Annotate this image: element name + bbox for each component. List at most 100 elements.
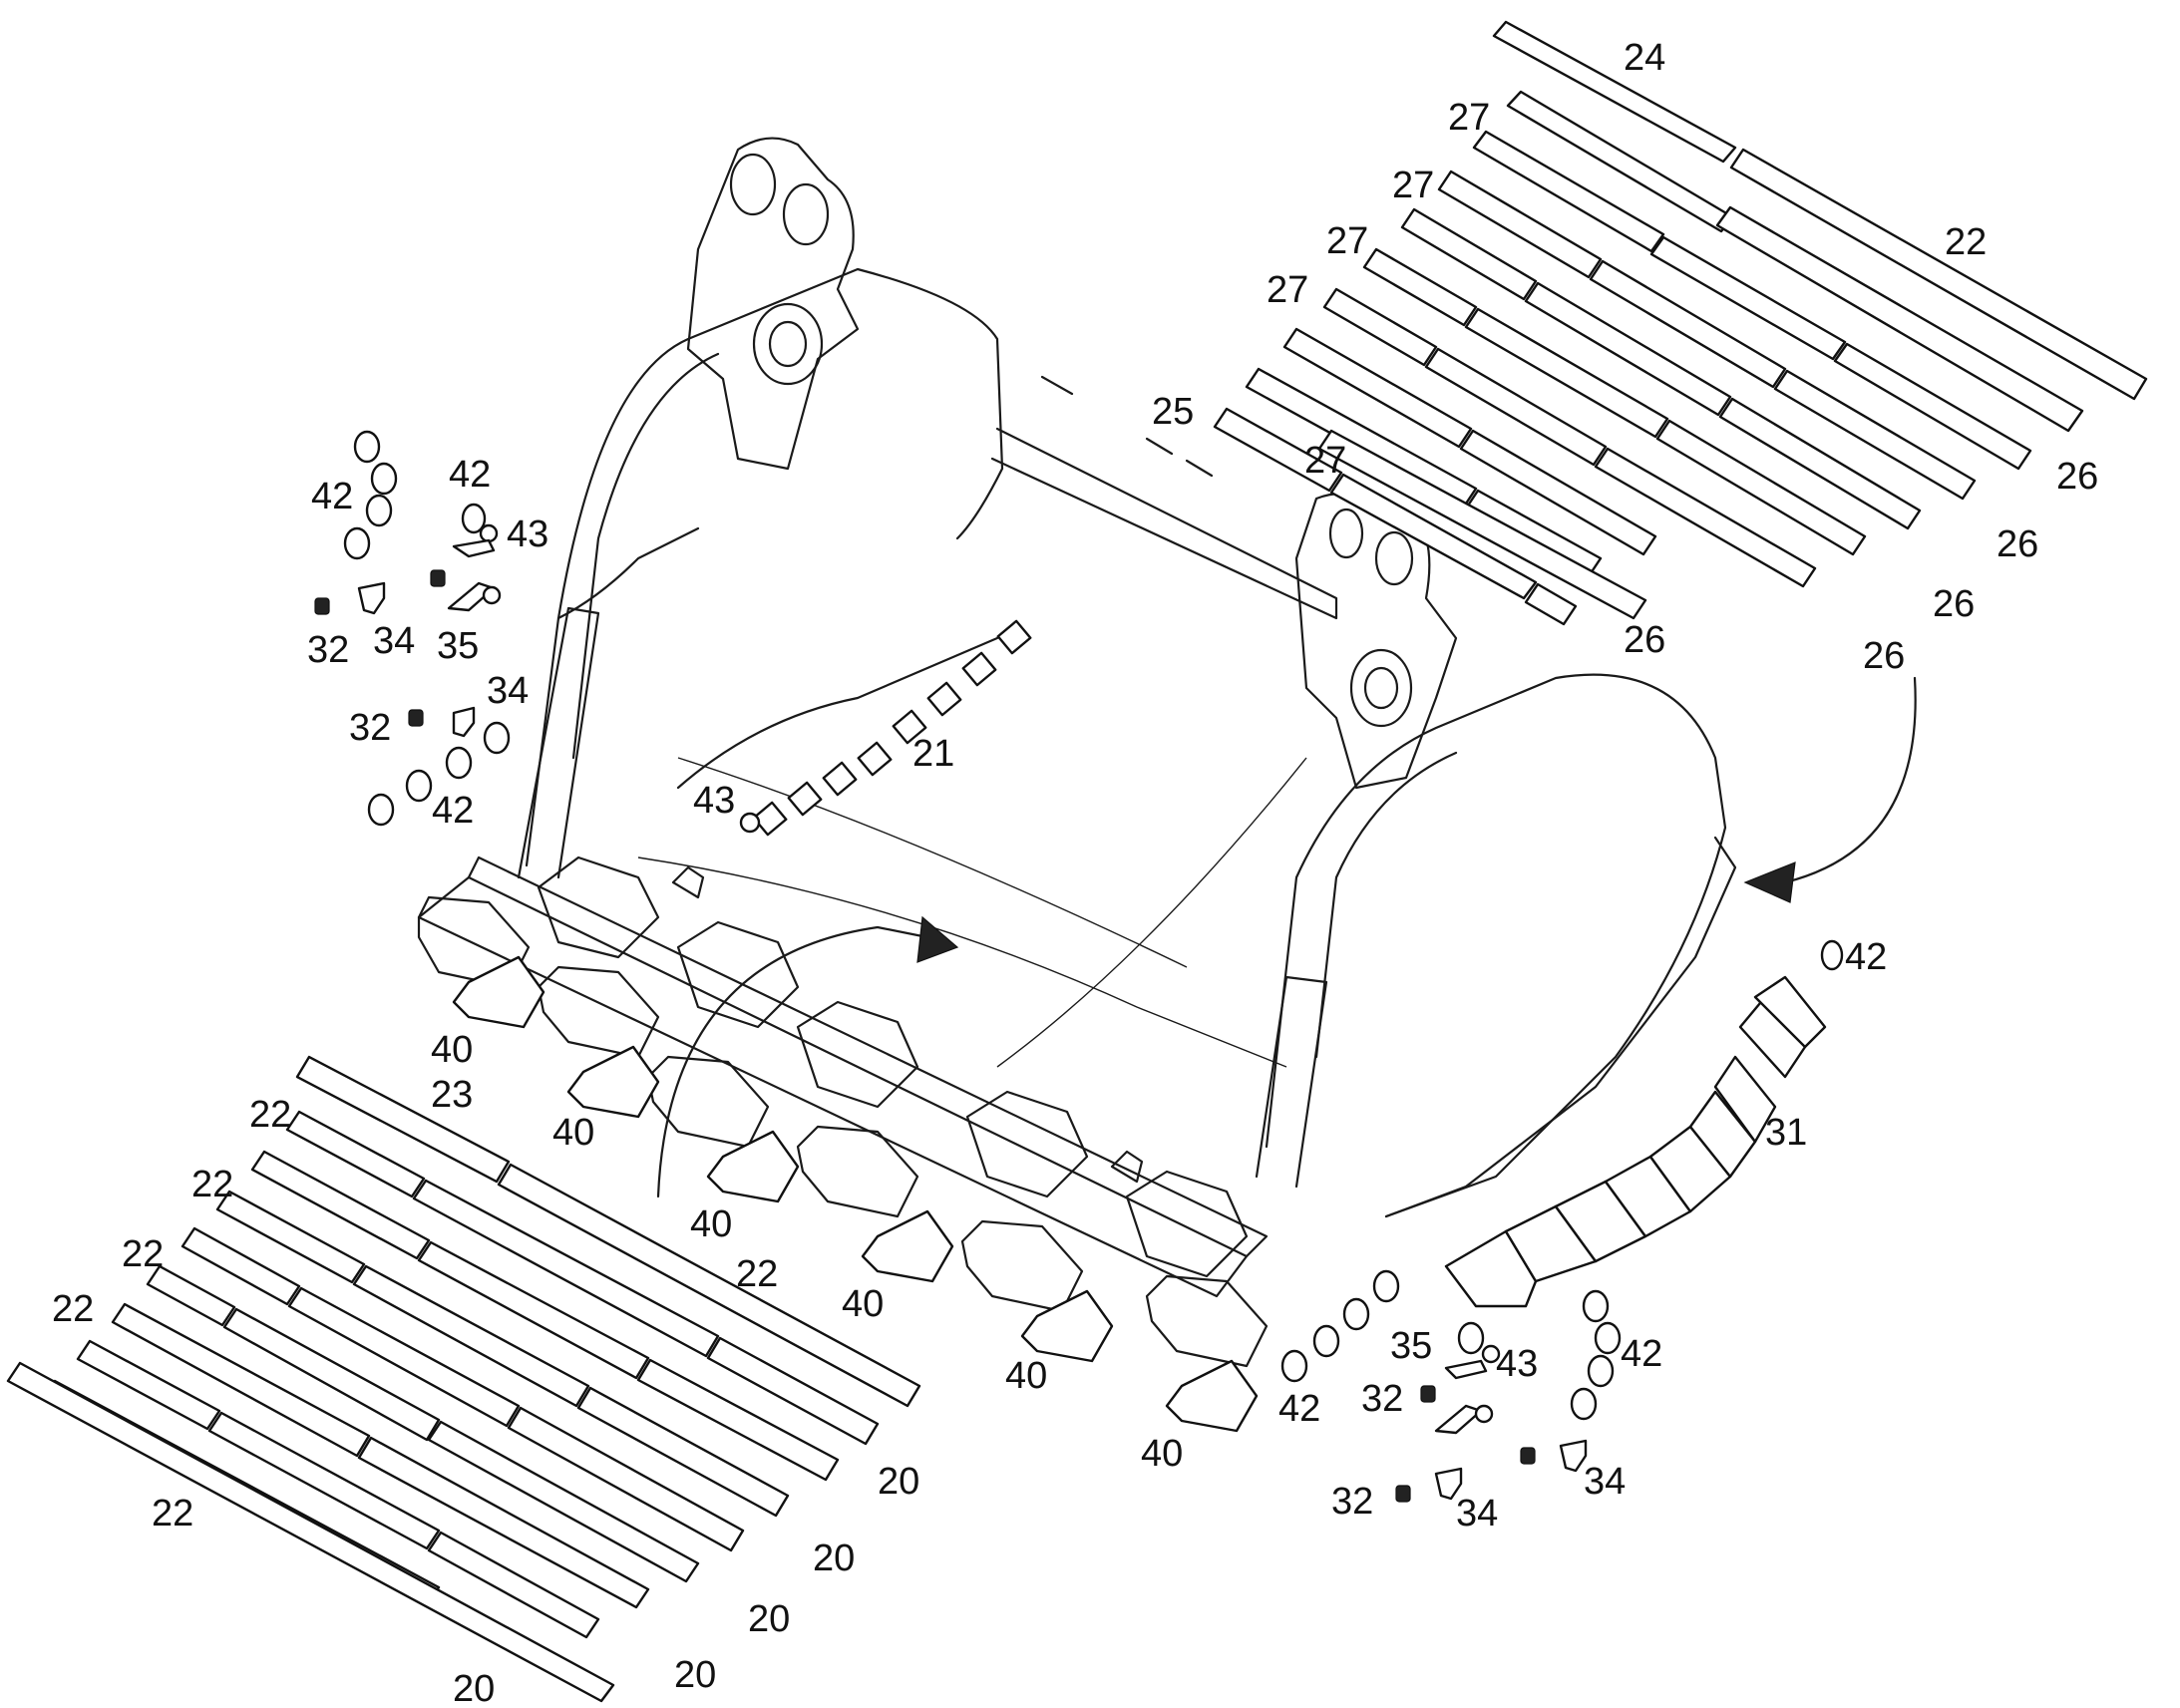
wear-button: [822, 761, 858, 797]
wear-button: [926, 681, 962, 717]
callout-27: 27: [1326, 220, 1368, 262]
callout-34: 34: [1584, 1461, 1626, 1503]
lower-right-hardware: [1280, 1269, 1622, 1503]
callout-32: 32: [307, 629, 349, 671]
washer-42: [370, 462, 398, 496]
adapter-5: [1125, 1170, 1249, 1278]
callout-40: 40: [431, 1029, 473, 1071]
tooth-5: [960, 1219, 1084, 1313]
dash: [1185, 459, 1214, 478]
tooth-3: [646, 1055, 770, 1149]
liner-plate-20: [427, 1420, 700, 1583]
tooth-4: [796, 1125, 919, 1218]
washer-42: [1587, 1354, 1615, 1388]
liner-plate: [1329, 473, 1538, 600]
liner-plate-26: [1317, 429, 1647, 620]
washer-42: [365, 494, 393, 527]
dash: [1145, 437, 1174, 456]
adapter-4: [965, 1090, 1089, 1198]
liner-plate-22: [76, 1339, 221, 1431]
floor-curve-line: [996, 757, 1307, 1068]
right-hinge-upper-hole: [1328, 508, 1364, 559]
liner-plate-20: [576, 1386, 790, 1518]
liner-plate-27: [1506, 90, 1735, 233]
liner-plate-22: [146, 1264, 236, 1327]
callout-42: 42: [311, 476, 353, 517]
liner-plate-20: [427, 1531, 600, 1639]
callout-40: 40: [1005, 1355, 1047, 1397]
right-hinge-bushing-inner: [1363, 666, 1399, 710]
pin-34: [1434, 1467, 1463, 1501]
pin-34: [452, 706, 476, 738]
nut-32: [1395, 1485, 1411, 1503]
liner-plate-26: [1718, 397, 1922, 530]
wear-button: [787, 781, 823, 817]
callout-27: 27: [1448, 97, 1490, 139]
liner-plate-26: [1773, 369, 1977, 501]
callout-20: 20: [813, 1537, 855, 1579]
callout-40: 40: [552, 1112, 594, 1154]
left-front-post: [517, 606, 600, 879]
left-hinge-upper-hole-2: [782, 182, 830, 246]
washer-42: [1312, 1324, 1340, 1358]
callout-22: 22: [52, 1288, 94, 1330]
callout-34: 34: [373, 620, 415, 662]
callout-42: 42: [449, 454, 491, 496]
washer-42: [445, 746, 473, 780]
callout-22: 22: [1945, 221, 1987, 263]
callout-40: 40: [1141, 1433, 1183, 1475]
left-upper-lip: [556, 526, 700, 620]
upper-left-hardware: [314, 430, 511, 827]
clip-35: [1444, 1359, 1488, 1380]
liner-plate-20: [6, 1361, 615, 1703]
washer-42: [1570, 1387, 1598, 1421]
callout-42: 42: [1278, 1388, 1320, 1430]
nut-32: [314, 597, 330, 615]
nut-32: [1420, 1385, 1436, 1403]
callout-labels: 24 22 27 27 27 27 27 26 26 26 26 26 25 2…: [52, 37, 2098, 1708]
lifting-eye-right: [1110, 1150, 1144, 1184]
clip-35: [1434, 1404, 1483, 1435]
washer-42: [1280, 1349, 1308, 1383]
pin-34: [357, 581, 386, 615]
callout-26: 26: [1624, 619, 1665, 661]
wear-block: [1713, 1055, 1777, 1144]
wear-block: [1444, 1229, 1538, 1308]
upper-right-liner-plates: [1213, 20, 2148, 626]
bucket-body: [417, 137, 1917, 1368]
arrow-to-bucket-left: [656, 925, 929, 1198]
callout-26: 26: [1863, 635, 1905, 677]
liner-plate-22: [111, 1302, 371, 1458]
washer-42: [405, 769, 433, 803]
left-hinge-bushing: [752, 302, 824, 386]
wear-pads-40: [452, 955, 1259, 1433]
liner-plate: [1424, 347, 1608, 467]
callout-43: 43: [1496, 1343, 1538, 1385]
arrow-head-left: [916, 915, 959, 963]
left-side-plate: [525, 267, 1004, 867]
liner-plate: [357, 1436, 650, 1609]
wear-pad: [1165, 1359, 1259, 1433]
callout-32: 32: [1331, 1481, 1373, 1523]
liner-plate: [352, 1264, 590, 1408]
wear-button: [892, 709, 927, 745]
adapters-and-teeth: [417, 855, 1269, 1368]
lifting-eye-left: [671, 865, 705, 899]
dashes-25: [1040, 375, 1214, 478]
washer-42: [1594, 1321, 1622, 1355]
pin-34: [1559, 1439, 1588, 1473]
cutting-edge-top: [467, 855, 1269, 1258]
callout-20: 20: [878, 1461, 919, 1503]
liner-plate-20: [507, 1406, 745, 1552]
right-side-inner: [1314, 751, 1458, 1059]
callout-34: 34: [487, 670, 529, 712]
liner-plate: [1464, 307, 1669, 439]
washer-42: [483, 721, 511, 755]
callout-22: 22: [191, 1164, 233, 1205]
callout-20: 20: [748, 1598, 790, 1640]
liner-plate-26: [1833, 342, 2032, 471]
liner-plate: [417, 1240, 650, 1380]
left-side-inner: [571, 352, 720, 760]
wear-blocks-31: [1444, 939, 1844, 1308]
callout-20: 20: [674, 1654, 716, 1696]
